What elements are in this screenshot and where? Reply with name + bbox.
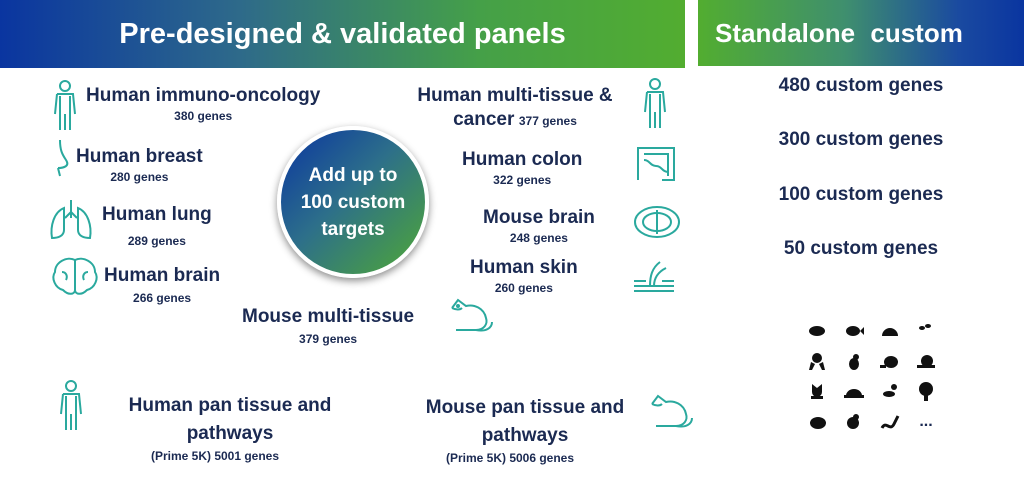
panel-mouse-multi-tissue: Mouse multi-tissue 379 genes	[242, 305, 414, 347]
custom-list: 480 custom genes 300 custom genes 100 cu…	[698, 0, 1024, 300]
breast-icon	[52, 138, 78, 183]
panel-human-pan-tissue: Human pan tissue and pathways (Prime 5K) 5…	[100, 394, 360, 464]
human-body-icon	[642, 78, 668, 135]
turtle-icon	[836, 377, 872, 407]
lung-icon	[48, 198, 94, 247]
chameleon-icon	[800, 317, 836, 347]
shell-icon	[872, 317, 908, 347]
octopus-icon	[800, 347, 836, 377]
panel-human-immuno-oncology: Human immuno-oncology 380 genes	[86, 84, 320, 124]
frog-icon	[800, 407, 836, 437]
mouse-brain-icon	[632, 204, 682, 245]
panel-name: Mouse brain	[483, 207, 595, 228]
panel-name-cont: pathways	[481, 425, 569, 446]
panel-name: Mouse pan tissue and	[425, 397, 625, 418]
panel-genes: 260 genes	[494, 281, 553, 295]
panel-genes: 379 genes	[299, 332, 358, 346]
scorpion-icon	[872, 377, 908, 407]
panel-genes: 377 genes	[518, 114, 577, 128]
mouse-icon	[446, 294, 496, 339]
snail-icon	[908, 347, 944, 377]
panel-name: Human skin	[470, 257, 578, 278]
organism-icons: ...	[800, 317, 944, 437]
predesigned-banner: Pre-designed & validated panels	[0, 0, 685, 68]
panel-genes: 248 genes	[509, 231, 568, 245]
panel-genes: 289 genes	[127, 234, 186, 248]
panel-name-cont: cancer	[453, 109, 515, 130]
panel-name-cont: pathways	[186, 423, 274, 444]
beaver-icon	[872, 347, 908, 377]
clownfish-icon	[836, 317, 872, 347]
panel-human-colon: Human colon 322 genes	[462, 148, 582, 188]
human-body-icon	[58, 380, 84, 437]
panel-genes: (Prime 5K) 5006 genes	[445, 451, 575, 465]
plant-icon	[908, 317, 944, 347]
panel-human-brain: Human brain 266 genes	[104, 264, 220, 306]
panel-name: Human breast	[76, 146, 203, 167]
human-body-icon	[52, 80, 78, 137]
add-custom-targets-label: Add up to 100 custom targets	[300, 164, 406, 240]
panel-name: Human colon	[462, 149, 583, 170]
skin-icon	[632, 258, 676, 299]
panel-name: Human pan tissue and	[128, 395, 332, 416]
panel-name: Human immuno-oncology	[86, 85, 321, 106]
panel-human-multi-tissue-cancer: Human multi-tissue & cancer 377 genes	[400, 84, 630, 132]
panel-genes: 280 genes	[110, 170, 169, 184]
custom-option: 480 custom genes	[778, 75, 944, 96]
standalone-banner: Standalone custom	[698, 0, 1024, 66]
panel-name: Mouse multi-tissue	[242, 306, 415, 327]
standalone-title: Standalone custom	[715, 17, 963, 48]
panel-human-skin: Human skin 260 genes	[470, 256, 578, 296]
predesigned-title: Pre-designed & validated panels	[119, 17, 566, 50]
panel-name: Human lung	[102, 204, 212, 225]
mouse-icon	[646, 390, 696, 435]
rooster-icon	[836, 407, 872, 437]
panel-human-lung: Human lung 289 genes	[102, 203, 212, 249]
tree-icon	[908, 377, 944, 407]
colon-icon	[632, 140, 680, 193]
tulip-icon	[800, 377, 836, 407]
panel-genes: 322 genes	[493, 173, 552, 187]
panel-genes: 380 genes	[174, 109, 233, 123]
more-organisms-ellipsis: ...	[919, 413, 933, 430]
custom-option: 100 custom genes	[778, 184, 944, 205]
custom-option: 50 custom genes	[783, 238, 939, 259]
monkey-icon	[836, 347, 872, 377]
snake-icon	[872, 407, 908, 437]
panel-mouse-brain: Mouse brain 248 genes	[483, 206, 595, 246]
panel-human-breast: Human breast 280 genes	[76, 145, 203, 185]
panel-genes: 266 genes	[133, 291, 192, 305]
panel-name: Human multi-tissue &	[417, 85, 613, 106]
custom-option: 300 custom genes	[778, 129, 944, 150]
panel-name: Human brain	[104, 265, 221, 286]
add-custom-targets-circle: Add up to 100 custom targets	[277, 126, 429, 278]
panel-genes: (Prime 5K) 5001 genes	[150, 449, 280, 463]
panel-mouse-pan-tissue: Mouse pan tissue and pathways (Prime 5K) 5…	[395, 396, 655, 466]
brain-icon	[50, 256, 100, 303]
